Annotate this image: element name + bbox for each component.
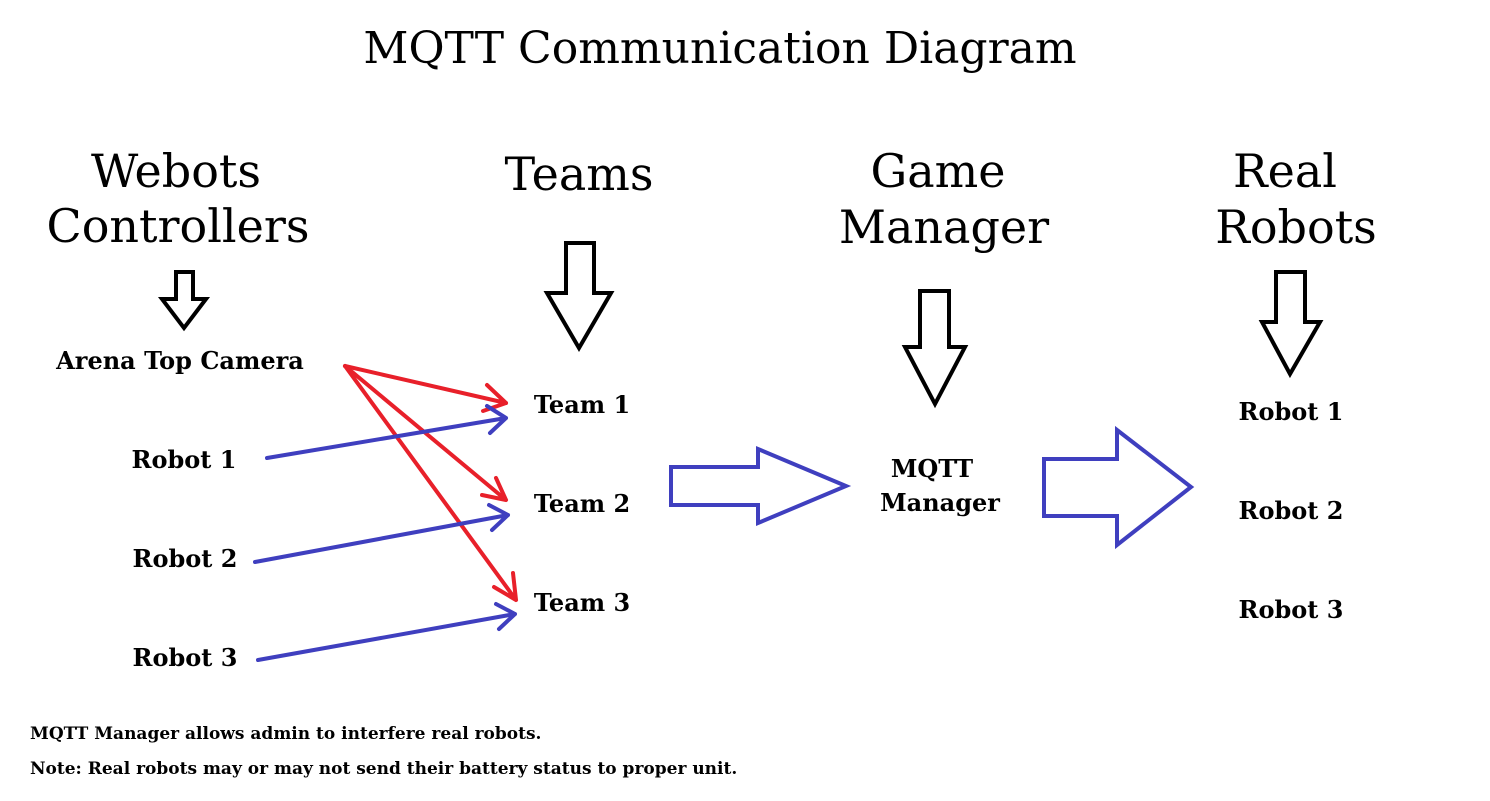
node-webots-robot-3: Robot 3 bbox=[133, 643, 238, 672]
node-team-2: Team 2 bbox=[534, 489, 630, 518]
camera-to-teams-arrows bbox=[343, 364, 518, 602]
header-real-robots-line1: Real bbox=[1233, 144, 1337, 198]
down-arrow-icon bbox=[901, 289, 969, 409]
arrow-camera-to-team-3 bbox=[343, 364, 518, 602]
node-webots-robot-2: Robot 2 bbox=[133, 544, 238, 573]
node-arena-top-camera: Arena Top Camera bbox=[55, 346, 304, 375]
header-webots-line1: Webots bbox=[91, 144, 261, 198]
footnote-battery-status: Note: Real robots may or may not send th… bbox=[30, 759, 737, 779]
node-webots-robot-1: Robot 1 bbox=[132, 445, 237, 474]
node-mqtt-manager-line2: Manager bbox=[880, 488, 1000, 517]
header-teams: Teams bbox=[505, 147, 654, 201]
arrow-robot-2-to-team-2 bbox=[253, 503, 510, 564]
node-real-robot-2: Robot 2 bbox=[1239, 496, 1344, 525]
header-game-manager-line1: Game bbox=[870, 144, 1005, 198]
down-arrow-icon bbox=[543, 241, 615, 352]
node-team-1: Team 1 bbox=[534, 390, 630, 419]
arrow-robot-1-to-team-1 bbox=[265, 404, 508, 460]
down-arrow-icon bbox=[157, 270, 211, 332]
robots-to-teams-arrows bbox=[253, 404, 517, 662]
node-real-robot-3: Robot 3 bbox=[1239, 595, 1344, 624]
header-real-robots-line2: Robots bbox=[1215, 200, 1377, 254]
node-team-3: Team 3 bbox=[534, 588, 630, 617]
block-arrow-mqtt-manager-to-real-robots bbox=[1042, 425, 1195, 550]
header-webots-line2: Controllers bbox=[47, 199, 310, 253]
node-real-robot-1: Robot 1 bbox=[1239, 397, 1344, 426]
header-game-manager-line2: Manager bbox=[839, 200, 1049, 254]
arrow-robot-3-to-team-3 bbox=[256, 602, 517, 662]
node-mqtt-manager-line1: MQTT bbox=[891, 454, 973, 483]
diagram-title: MQTT Communication Diagram bbox=[363, 23, 1076, 74]
down-arrow-icon bbox=[1258, 270, 1324, 379]
footnote-mqtt-manager: MQTT Manager allows admin to interfere r… bbox=[30, 724, 541, 744]
block-arrow-teams-to-mqtt-manager bbox=[669, 445, 852, 527]
